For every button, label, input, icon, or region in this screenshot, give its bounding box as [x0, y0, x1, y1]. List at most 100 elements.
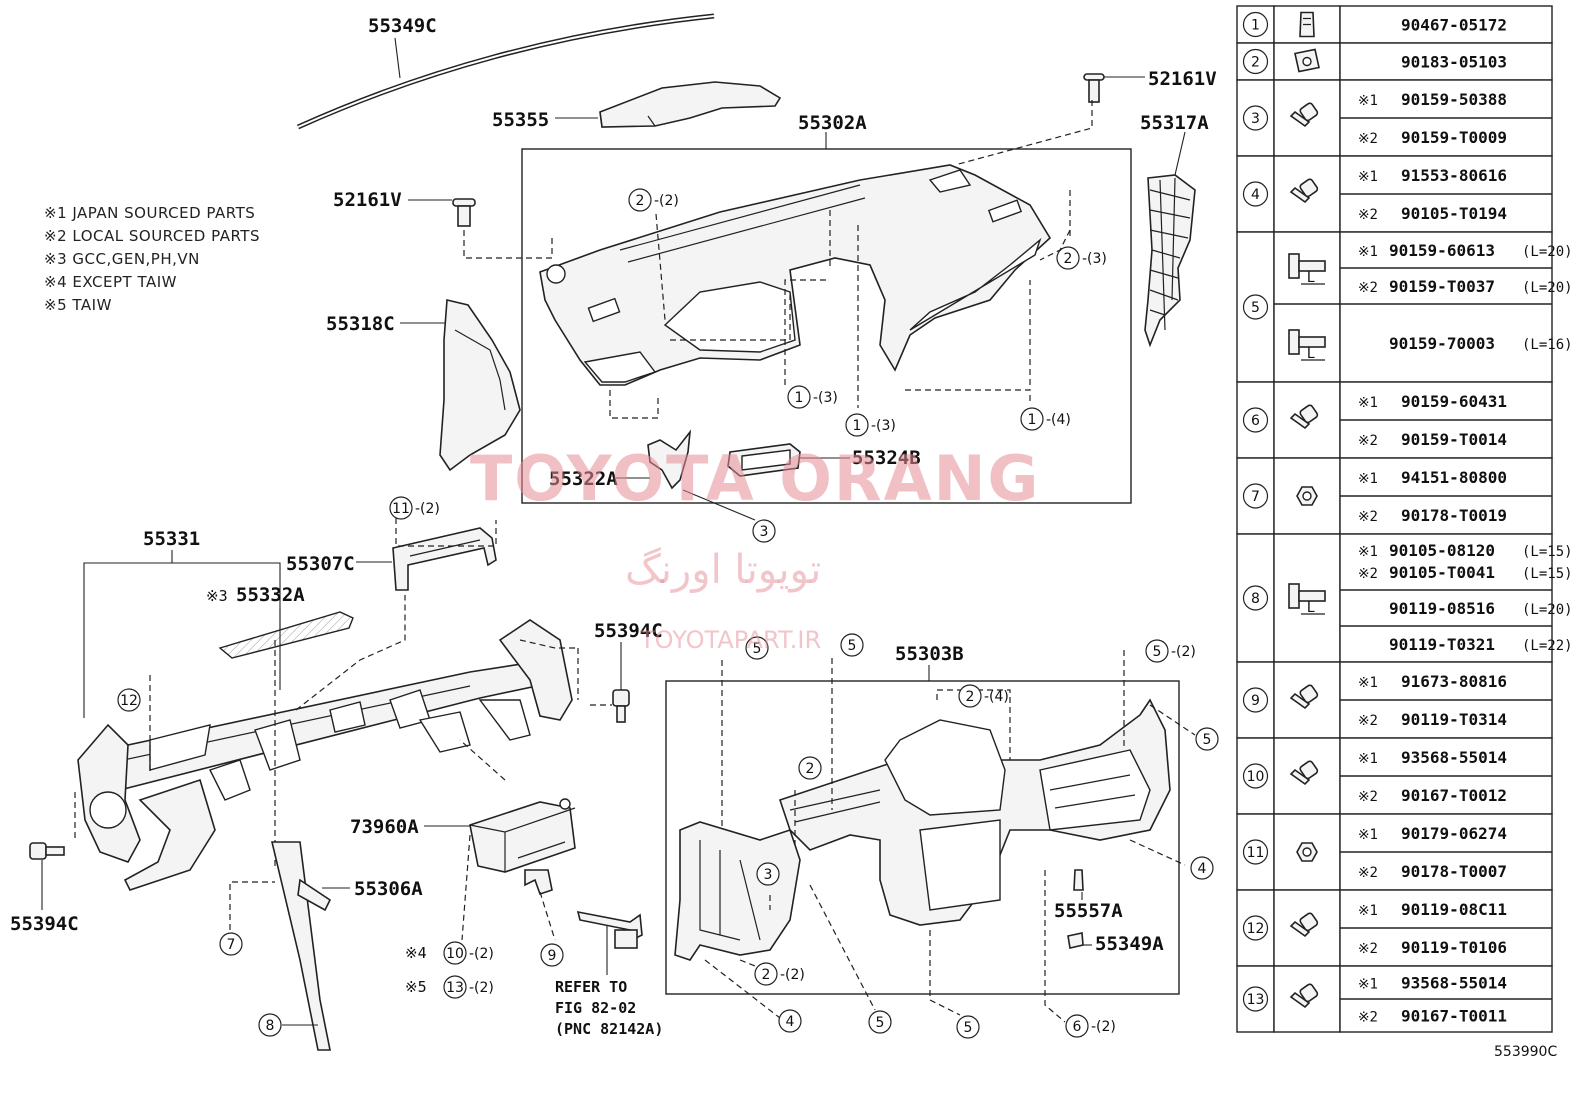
note-2: ※2 LOCAL SOURCED PARTS — [44, 227, 260, 245]
callout: 5 — [1195, 727, 1219, 751]
refer-line-1: REFER TO — [555, 978, 627, 996]
watermark-farsi: تویوتا اورنگ — [625, 547, 821, 593]
part-number: 90159-T0009 — [1401, 128, 1507, 147]
label-55306A: 55306A — [354, 878, 423, 900]
length-mark: L — [1307, 270, 1315, 286]
label-55322A: 55322A — [549, 468, 618, 490]
callout-suffix: -(4) — [984, 689, 1009, 705]
note-1: ※1 JAPAN SOURCED PARTS — [44, 204, 255, 222]
callout-number: 1 — [1028, 412, 1037, 428]
flange-bolt-icon — [1288, 583, 1300, 609]
callout-number: 5 — [848, 638, 857, 654]
part-prefix: ※2 — [1358, 280, 1378, 296]
callout: 4 — [1190, 856, 1214, 880]
callout-number: 2 — [762, 967, 771, 983]
watermark-main: TOYOTA ORANG — [470, 442, 1040, 515]
part-number: 90105-T0041 — [1389, 563, 1495, 582]
callout-number: 5 — [876, 1015, 885, 1031]
part-prefix: ※1 — [1358, 395, 1378, 411]
clip-52161V-left — [408, 198, 476, 227]
bolt-icon — [1299, 912, 1319, 932]
callout-circle — [798, 756, 822, 780]
table-index: 6 — [1251, 413, 1260, 429]
label-55331: 55331 — [143, 528, 200, 550]
part-prefix: ※1 — [1358, 675, 1378, 691]
bolt-icon — [1299, 684, 1319, 704]
clip-52161V-top — [1083, 73, 1145, 103]
callout-circle — [756, 862, 780, 886]
part-length: (L=22) — [1522, 638, 1573, 654]
label-55349C: 55349C — [368, 15, 437, 37]
table-index: 7 — [1251, 489, 1260, 505]
callout: 2 — [798, 756, 822, 780]
table-index: 8 — [1251, 591, 1260, 607]
cover-55332A — [218, 611, 354, 659]
callout-number: 5 — [753, 641, 762, 657]
table-index-circle — [1242, 11, 1269, 38]
callout-circle — [1195, 727, 1219, 751]
part-length: (L=20) — [1522, 602, 1573, 618]
part-prefix: ※1 — [1358, 903, 1378, 919]
callout-circle — [258, 1013, 282, 1037]
callout-circle — [958, 684, 982, 708]
table-index-circle — [1242, 294, 1269, 320]
callout-suffix: -(2) — [469, 946, 494, 962]
table-index: 10 — [1247, 769, 1265, 785]
part-number: 90159-50388 — [1401, 90, 1507, 109]
part-number: 90159-60613 — [1389, 241, 1495, 260]
refer-line-2: FIG 82-02 — [555, 999, 636, 1017]
callout-number: 8 — [266, 1018, 275, 1034]
callout-number: 4 — [786, 1014, 795, 1030]
callout-circle — [754, 962, 778, 986]
part-prefix: ※2 — [1358, 1010, 1378, 1026]
table-index-circle — [1242, 839, 1269, 865]
callout-circle — [540, 943, 564, 967]
callout: 1-(4) — [1020, 407, 1071, 431]
table-index: 1 — [1251, 18, 1260, 34]
table-index-circle — [1242, 181, 1269, 207]
callout-circle — [840, 633, 864, 657]
bracket-55307C — [392, 527, 497, 591]
part-number: 90119-T0321 — [1389, 635, 1495, 654]
note-3: ※3 GCC,GEN,PH,VN — [44, 250, 200, 268]
table-index-circle — [1242, 48, 1269, 75]
pad-part-55355 — [599, 81, 782, 128]
table-index-circle — [1242, 585, 1269, 611]
table-index-circle — [1242, 407, 1269, 433]
part-length: (L=15) — [1522, 566, 1573, 582]
part-length: (L=20) — [1522, 244, 1573, 260]
table-index-circle — [1242, 483, 1269, 509]
callout-number: 3 — [760, 524, 769, 540]
part-number: 90178-T0007 — [1401, 862, 1507, 881]
table-index: 5 — [1251, 300, 1260, 316]
length-mark: L — [1307, 346, 1315, 362]
table-index: 9 — [1251, 693, 1260, 709]
label-55557A: 55557A — [1054, 900, 1123, 922]
callout: 2 -(2) — [628, 188, 679, 212]
callout-number: 5 — [1153, 644, 1162, 660]
callout: 2-(3) — [1056, 246, 1107, 270]
part-number: 90179-06274 — [1401, 824, 1507, 843]
callout-suffix: -(2) — [654, 193, 679, 209]
callout-number: 5 — [964, 1020, 973, 1036]
callout-circle — [868, 1010, 892, 1034]
brace-55306A — [270, 841, 331, 1051]
part-number: 90159-T0037 — [1389, 277, 1495, 296]
callout-circle — [117, 688, 141, 712]
callout-number: 2 — [636, 193, 645, 209]
part-prefix: ※2 — [1358, 131, 1378, 147]
mark-callout-10: ※4 — [405, 944, 427, 962]
callout-number: 11 — [392, 501, 410, 517]
note-5: ※5 TAIW — [44, 296, 112, 314]
table-index: 12 — [1247, 921, 1265, 937]
callout-number: 5 — [1203, 732, 1212, 748]
note-4: ※4 EXCEPT TAIW — [44, 273, 177, 291]
